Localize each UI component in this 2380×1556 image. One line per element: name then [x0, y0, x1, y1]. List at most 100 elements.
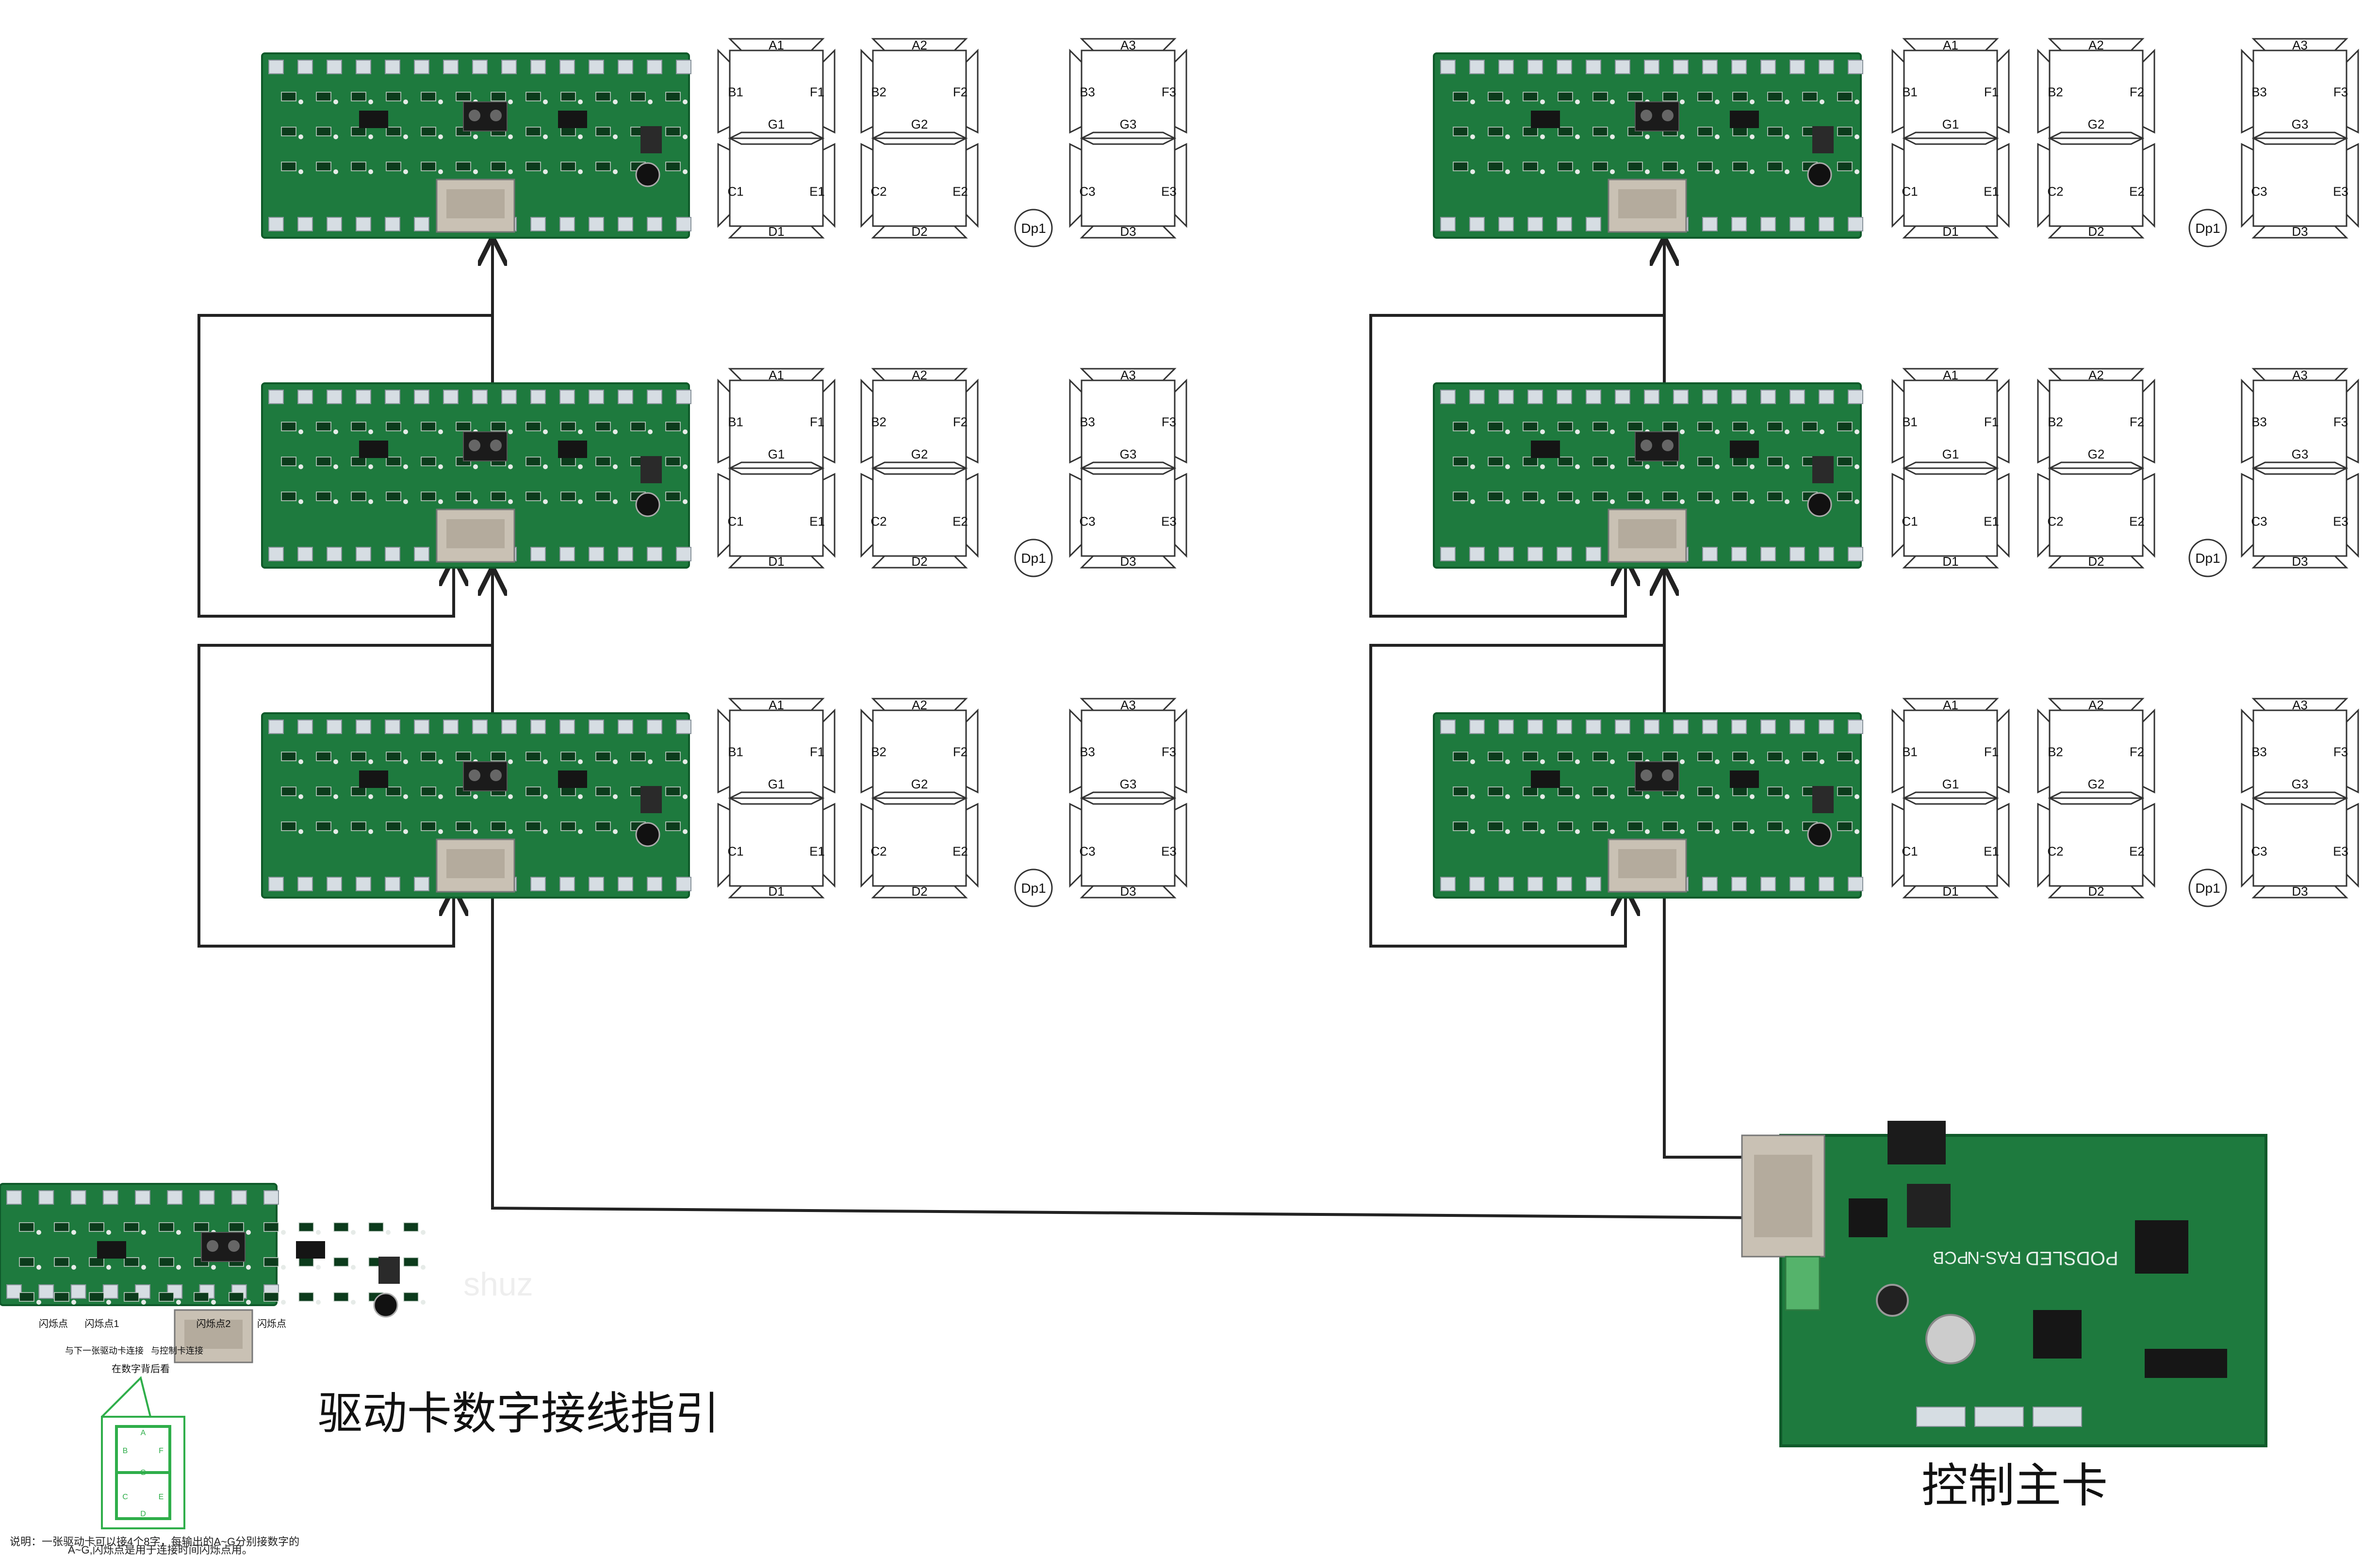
solder-pad [421, 1300, 426, 1305]
solder-pad [1505, 169, 1510, 174]
screw [1662, 110, 1674, 121]
smd-component [159, 1257, 174, 1267]
segment-label-b: B1 [728, 745, 743, 759]
segment-label-f: F3 [1162, 745, 1176, 759]
solder-pad [333, 464, 338, 469]
terminal-connector-bottom [385, 547, 400, 561]
smd-component [1453, 422, 1468, 431]
electrolytic-capacitor [635, 162, 660, 187]
ic-chip [296, 1241, 325, 1259]
terminal-connector-top [1644, 390, 1659, 404]
solder-pad [438, 499, 443, 504]
smd-component [124, 1292, 139, 1302]
legend-segment-c: C [122, 1493, 128, 1501]
segment-f [1996, 378, 2010, 464]
wire [1663, 898, 1766, 1157]
control-card-power-terminal [1888, 1121, 1946, 1164]
seven-segment-layer: A1D1G1B1C1F1E1A2D2G2B2C2F2E2A3D3G3B3C3F3… [717, 38, 2359, 907]
smd-component [665, 752, 681, 761]
smd-component [1558, 162, 1573, 171]
solder-pad [1610, 499, 1615, 504]
segment-label-b: B3 [2251, 85, 2267, 99]
solder-pad [1855, 759, 1859, 764]
smd-component [595, 127, 611, 136]
solder-pad [1785, 794, 1789, 799]
terminal-connector-bottom [414, 217, 429, 231]
rj45-socket [184, 1320, 243, 1349]
control-card-silkscreen: PCB [1933, 1248, 1969, 1268]
segment-label-g: G2 [911, 117, 928, 131]
solder-pad [1575, 759, 1580, 764]
smd-component [1453, 752, 1468, 761]
terminal-connector-top [1557, 60, 1572, 74]
terminal-connector-bottom [1498, 877, 1514, 891]
solder-pad [176, 1300, 181, 1305]
solder-pad [1505, 134, 1510, 139]
terminal-connector-bottom [327, 217, 342, 231]
wires-layer [197, 238, 1766, 1218]
solder-pad [1680, 759, 1685, 764]
solder-pad [543, 464, 548, 469]
segment-label-c: C2 [2047, 184, 2063, 199]
wire [197, 644, 494, 948]
terminal-connector-bottom [1586, 877, 1601, 891]
smd-component [1732, 491, 1748, 501]
segment-label-b: B3 [2251, 745, 2267, 759]
segment-label-f: F3 [1162, 85, 1176, 99]
segment-label-b: B1 [1902, 85, 1918, 99]
segment-label-a: A2 [2088, 38, 2104, 52]
segment-label-c: C3 [2251, 844, 2267, 859]
terminal-connector-top [589, 720, 604, 734]
segment-label-b: B2 [871, 745, 886, 759]
segment-label-e: E2 [2129, 844, 2145, 859]
solder-pad [1540, 794, 1545, 799]
solder-pad [438, 759, 443, 764]
terminal-connector-top [1644, 60, 1659, 74]
terminal-connector-bottom [268, 547, 284, 561]
terminal-connector-top [1848, 60, 1863, 74]
solder-pad [1540, 429, 1545, 434]
segment-label-d: D2 [2088, 224, 2104, 239]
decimal-point [1014, 868, 1053, 907]
terminal-connector-bottom [589, 547, 604, 561]
segment-f [965, 708, 979, 794]
smd-component [403, 1257, 419, 1267]
segment-label-f: F2 [2130, 415, 2144, 429]
solder-pad [578, 464, 583, 469]
solder-pad [421, 1230, 426, 1235]
segment-label-c: C3 [1079, 184, 1095, 199]
solder-pad [613, 829, 618, 834]
terminal-connector-top [1760, 60, 1776, 74]
ic-chip [359, 770, 388, 788]
segment-label-c: C2 [2047, 844, 2063, 859]
legend-segment-f: F [159, 1447, 164, 1455]
terminal-connector-bottom [268, 217, 284, 231]
smd-component [560, 162, 576, 171]
terminal-connector-top [676, 390, 691, 404]
terminal-connector-bottom [1848, 217, 1863, 231]
terminal-connector-top [1789, 60, 1805, 74]
segment-label-e: E1 [1984, 844, 1999, 859]
solder-pad [1645, 464, 1650, 469]
terminal-connector-top [297, 390, 313, 404]
solder-pad [578, 134, 583, 139]
solder-pad [1610, 99, 1615, 104]
smd-component [1662, 752, 1678, 761]
smd-component [1523, 422, 1538, 431]
driver-board-pcb [1433, 712, 1862, 899]
smd-component [298, 1222, 314, 1232]
smd-component [1558, 752, 1573, 761]
solder-pad [1680, 829, 1685, 834]
driver-boards-layer [261, 52, 1863, 899]
rj45-socket [1618, 519, 1676, 548]
control-card-silkscreen: RAS-N [1967, 1248, 2021, 1268]
smd-component [1837, 491, 1853, 501]
segment-label-g: G3 [2292, 447, 2309, 461]
terminal-connector-bottom [1440, 217, 1456, 231]
solder-pad [508, 169, 513, 174]
terminal-connector-bottom [589, 217, 604, 231]
solder-pad [403, 464, 408, 469]
segment-label-e: E1 [1984, 184, 1999, 199]
smd-component [1488, 752, 1503, 761]
